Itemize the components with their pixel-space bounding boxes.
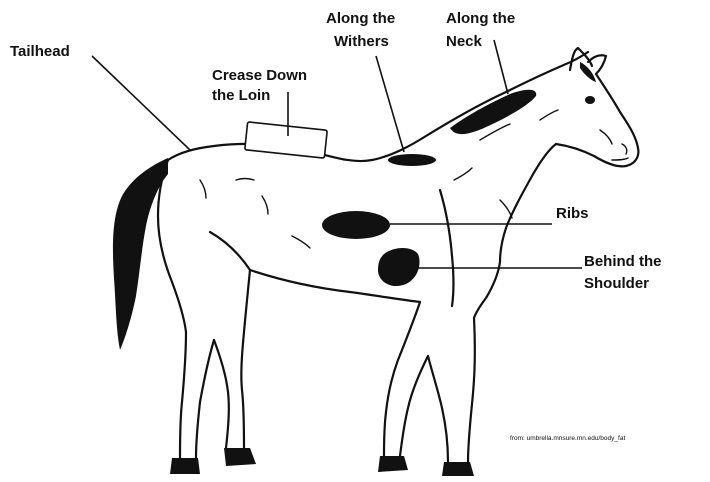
- label-tailhead: Tailhead: [10, 43, 70, 60]
- label-neck-line2: Neck: [446, 33, 483, 50]
- horse-chest: [474, 262, 500, 318]
- horse-hoof-hind-1: [170, 458, 200, 474]
- horse-hind-leg-near: [214, 270, 250, 448]
- leader-withers: [376, 56, 404, 152]
- fat-deposit-loin: [245, 122, 327, 158]
- horse-front-leg-back: [384, 302, 428, 456]
- fat-deposit-neck: [450, 90, 536, 134]
- horse-mouth: [612, 158, 628, 160]
- horse-mane: [580, 62, 596, 82]
- source-credit: from: umbrella.mnsure.mn.edu/body_fat: [510, 435, 625, 442]
- horse-flank: [210, 232, 250, 270]
- label-withers-line1: Along the: [326, 10, 395, 27]
- leader-neck: [494, 40, 508, 94]
- horse-eye: [585, 96, 595, 104]
- sketch-mark-4: [200, 180, 206, 198]
- horse-throat: [500, 144, 556, 262]
- horse-hoof-front-2: [442, 462, 474, 476]
- label-shoulder-line2: Shoulder: [584, 275, 649, 292]
- label-shoulder-line1: Behind the: [584, 253, 662, 270]
- label-withers-line2: Withers: [334, 33, 389, 50]
- sketch-mark-1: [236, 179, 254, 181]
- label-crease-line1: Crease Down: [212, 67, 307, 84]
- fat-deposit-withers: [388, 154, 436, 166]
- sketch-mark-6: [500, 200, 512, 218]
- label-crease-line2: the Loin: [212, 87, 270, 104]
- sketch-mark-2: [262, 196, 268, 214]
- sketch-mark-8: [540, 110, 558, 120]
- horse-cheek-line: [600, 130, 612, 144]
- sketch-mark-5: [454, 168, 472, 180]
- horse-shoulder-line: [440, 190, 454, 306]
- fat-deposit-ribs: [322, 211, 390, 239]
- label-ribs: Ribs: [556, 205, 589, 222]
- leader-tailhead: [92, 56, 190, 150]
- label-neck-line1: Along the: [446, 10, 515, 27]
- horse-hoof-front-1: [378, 456, 408, 472]
- horse-hoof-hind-2: [224, 448, 256, 466]
- horse-hindquarter: [158, 160, 186, 332]
- horse-figure: [113, 48, 638, 476]
- horse-hind-leg-back: [180, 332, 214, 458]
- sketch-mark-3: [292, 236, 310, 248]
- fat-deposit-shoulder: [378, 248, 420, 286]
- horse-nostril: [622, 144, 627, 154]
- horse-front-leg-near: [428, 318, 475, 462]
